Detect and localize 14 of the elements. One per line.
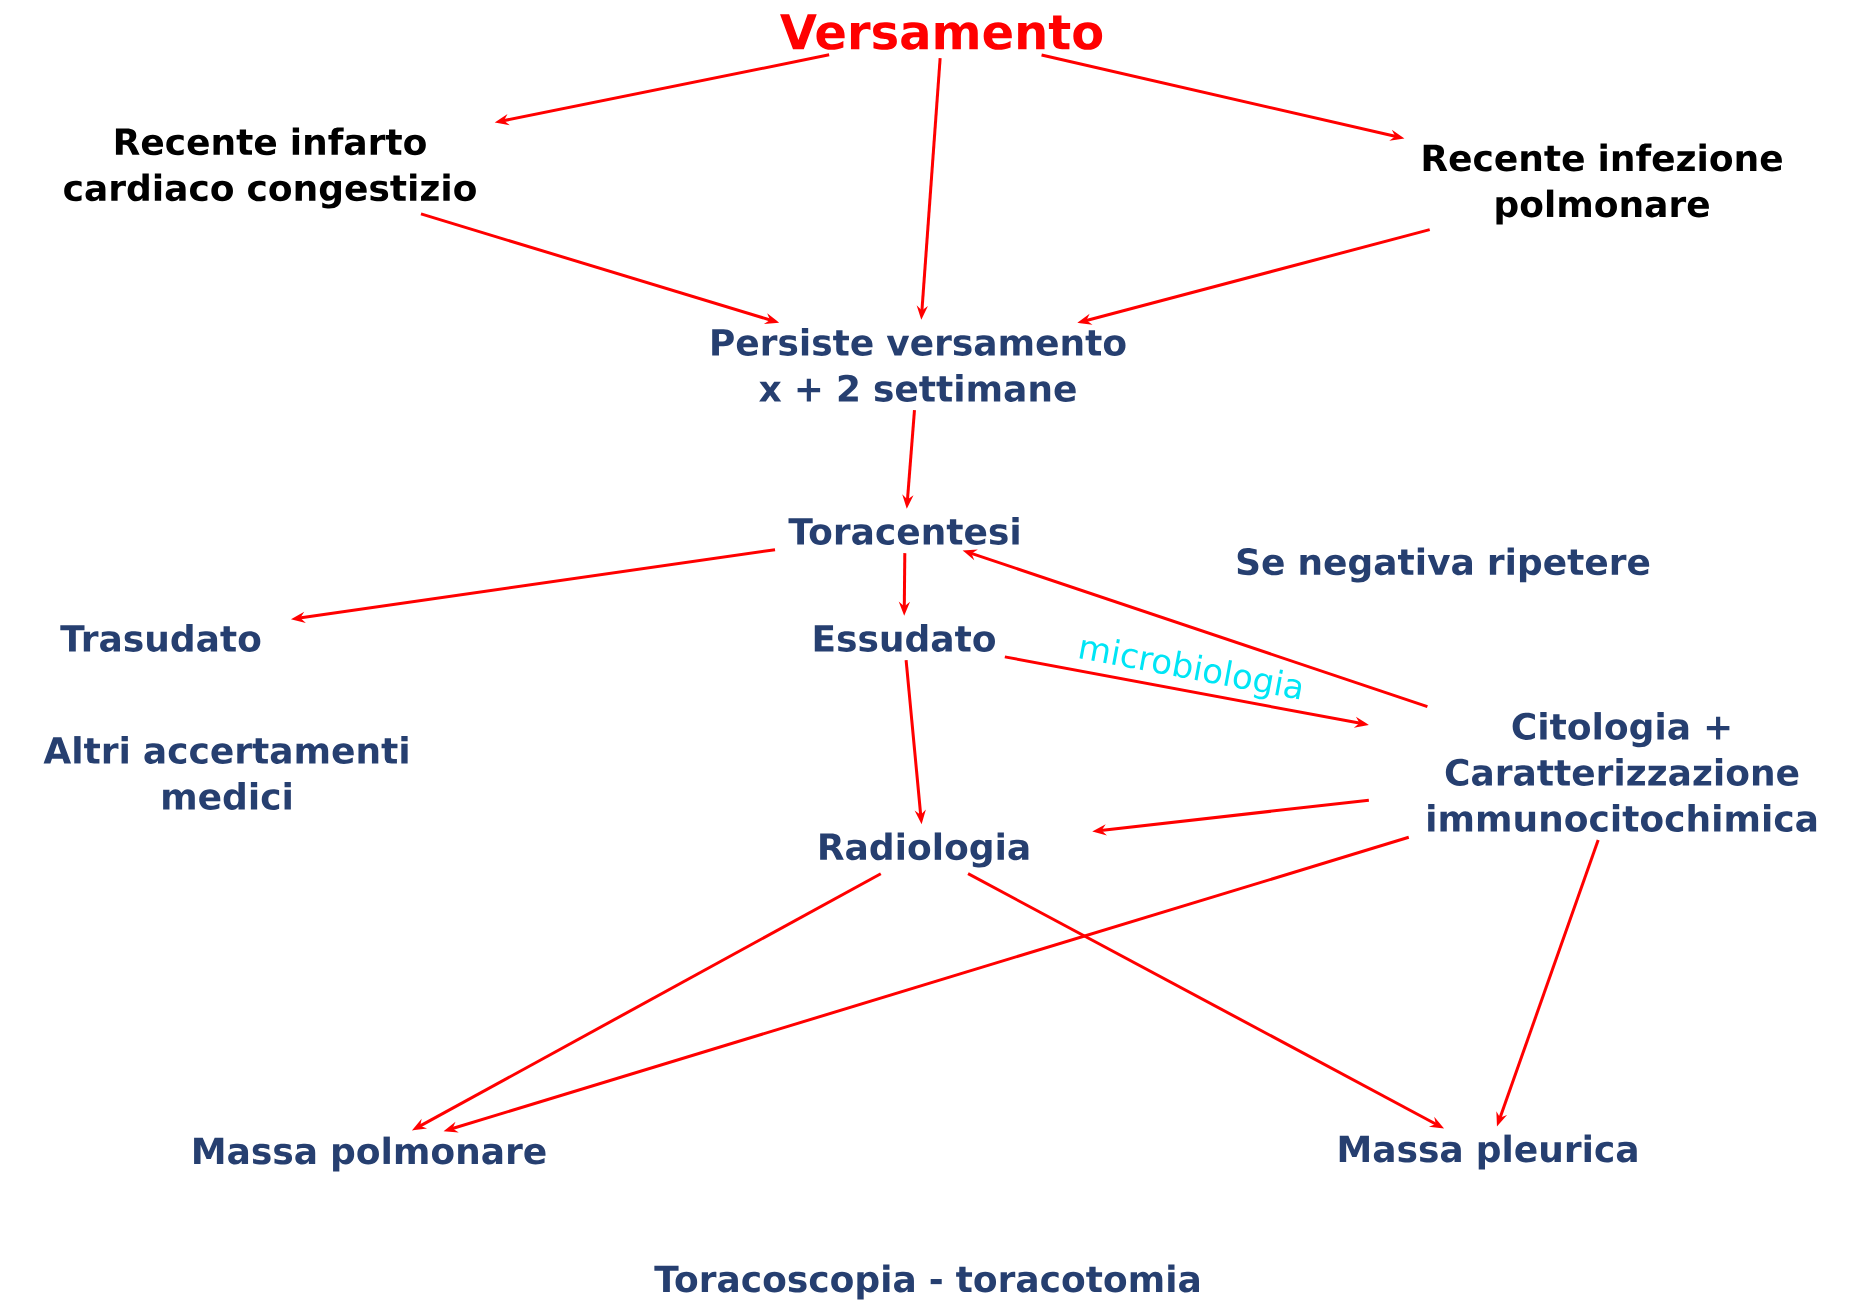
flow-text: Recente infarto cardiaco congestizio: [64, 127, 476, 209]
flow-text: Toracentesi: [788, 517, 1019, 545]
flow-text: Trasudato: [60, 624, 261, 652]
note-text: Toracoscopia - toracotomia: [654, 1264, 1199, 1300]
note-text: Se negativa ripetere: [1237, 547, 1650, 583]
flow-text: Versamento: [780, 14, 1103, 50]
flow-text: Essudato: [814, 624, 995, 652]
flow-text: Massa pleurica: [1339, 1134, 1637, 1170]
flow-text: Recente infezione polmonare: [1423, 143, 1782, 225]
flow-text: Radiologia: [820, 832, 1029, 868]
flow-text: Citologia + Caratterizzazione immunocitochimica: [1428, 712, 1817, 832]
note-text: Altri accertamenti medici: [43, 736, 408, 810]
flow-text: Persiste versamento x + 2 settimane: [712, 328, 1126, 402]
flow-text: Massa polmonare: [194, 1136, 546, 1172]
